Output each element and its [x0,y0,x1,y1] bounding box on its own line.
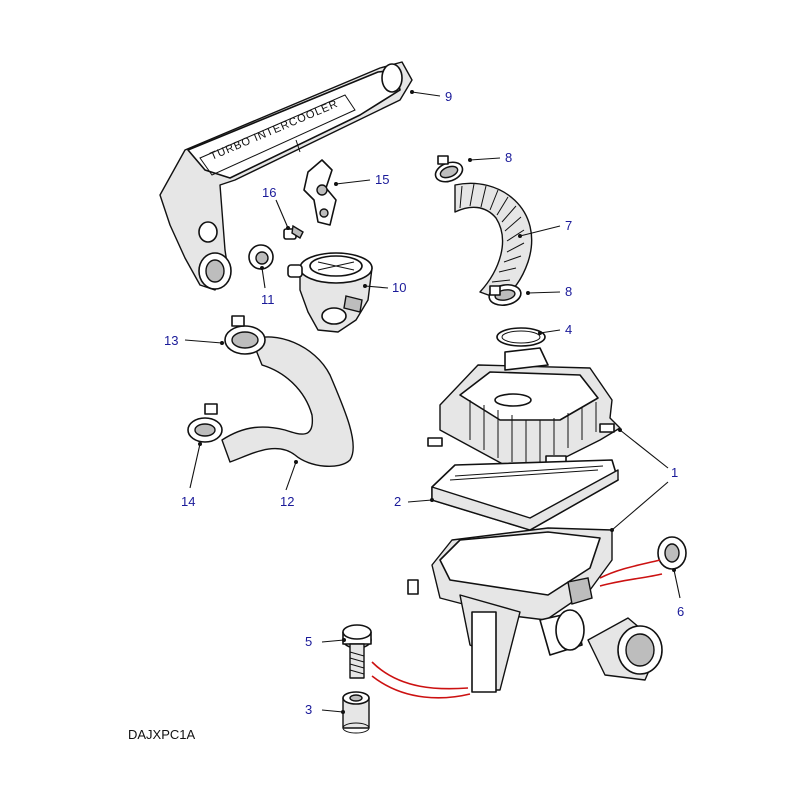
bolt-part-5 [342,624,372,679]
intercooler-duct-part-9: TURBO INTERCOOLER [159,61,413,291]
hose-clip-part-14 [187,403,223,443]
seal-ring-part-4 [496,327,546,347]
callout-12: 12 [280,494,294,509]
callout-10: 10 [392,280,406,295]
hose-clip-part-8-top [434,155,464,183]
hose-clip-part-8-bottom [488,283,522,307]
callout-5: 5 [305,634,312,649]
callout-14: 14 [181,494,195,509]
outlet-connector [587,617,663,681]
filter-element-part-2 [431,459,619,531]
callout-7: 7 [565,218,572,233]
convoluted-hose-part-7 [454,182,533,301]
leader-lines [184,90,681,714]
callout-numbers: 9 8 15 16 7 10 8 11 4 13 1 2 14 12 6 5 3 [164,89,684,717]
red-wiring [371,559,663,699]
callout-9: 9 [445,89,452,104]
grommet-part-6 [657,536,687,570]
callout-3: 3 [305,702,312,717]
callout-6: 6 [677,604,684,619]
callout-8-bottom: 8 [565,284,572,299]
callout-15: 15 [375,172,389,187]
callout-8-top: 8 [505,150,512,165]
hose-clip-part-13 [224,315,266,355]
callout-4: 4 [565,322,572,337]
breather-housing-part-10 [287,252,373,333]
air-cleaner-base-part-1 [407,527,613,693]
bracket-part-15 [303,159,337,226]
air-cleaner-cover-part-1 [427,347,621,471]
callout-11: 11 [261,292,275,307]
callout-2: 2 [394,494,401,509]
bolt-part-16 [283,224,304,240]
spacer-part-3 [342,691,370,734]
callout-1: 1 [671,465,678,480]
grommet-part-11 [248,244,274,270]
drawing-code: DAJXPC1A [128,727,196,742]
callout-13: 13 [164,333,178,348]
callout-16: 16 [262,185,276,200]
hose-part-12 [221,336,354,468]
